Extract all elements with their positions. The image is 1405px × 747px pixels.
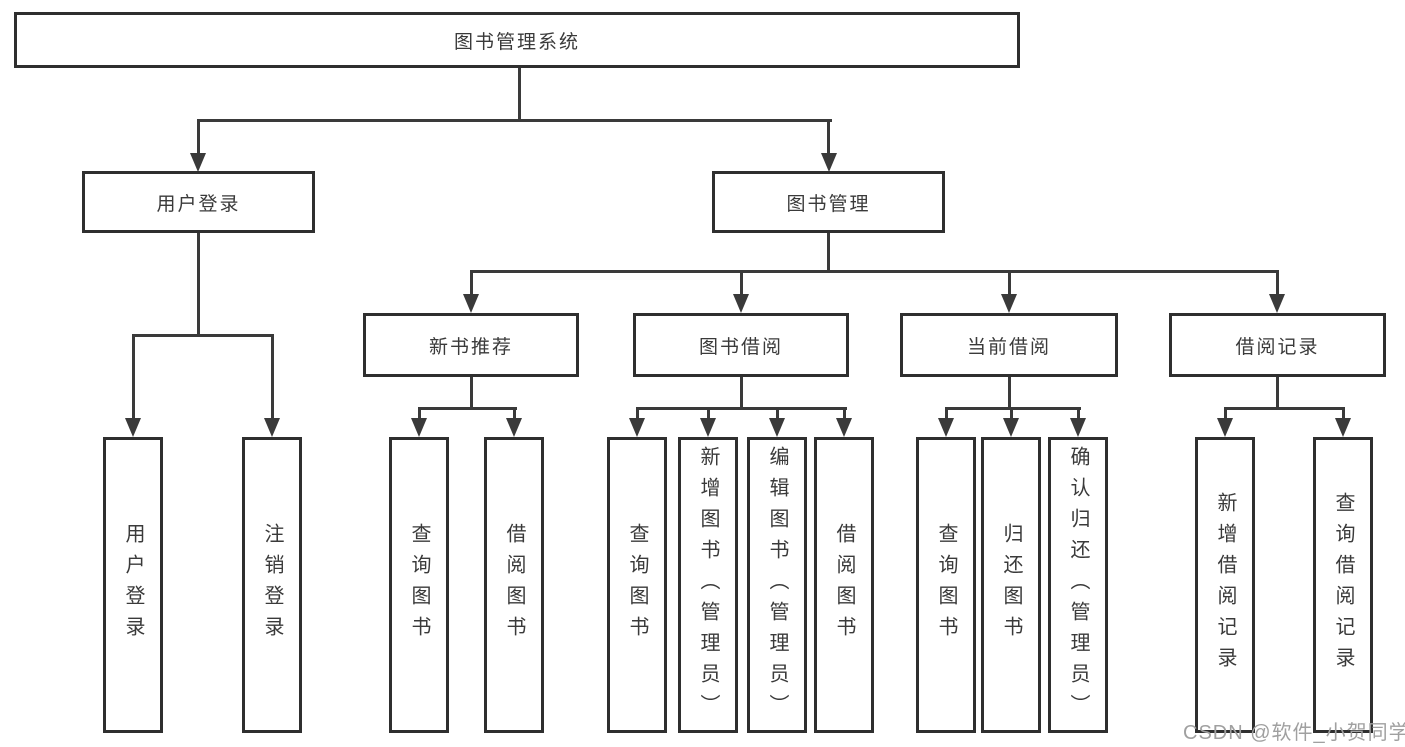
connector-line [776,407,779,420]
connector-line [1224,407,1227,420]
arrowhead-icon [1269,294,1285,313]
leaf-label: 新增图书（管理员） [697,445,719,725]
connector-line [843,407,846,420]
leaf-label: 新增借阅记录 [1214,492,1236,678]
arrowhead-icon [506,418,522,437]
csdn-watermark: CSDN @软件_小贺同学 [1183,722,1405,744]
leaf-label: 查询图书 [626,523,648,647]
connector-line [827,233,830,273]
leaf-query-book-recommend: 查询图书 [389,437,449,733]
leaf-label: 查询图书 [935,523,957,647]
leaf-borrow-book: 借阅图书 [814,437,874,733]
leaf-return-book: 归还图书 [981,437,1041,733]
connector-line [1008,270,1011,296]
leaf-query-book-borrow: 查询图书 [607,437,667,733]
leaf-query-book-current: 查询图书 [916,437,976,733]
connector-line [470,377,473,410]
connector-line [636,407,639,420]
arrowhead-icon [190,153,206,172]
connector-line [271,334,274,419]
leaf-label: 编辑图书（管理员） [766,445,788,725]
arrowhead-icon [125,418,141,437]
node-library-management-system: 图书管理系统 [14,12,1020,68]
arrowhead-icon [1003,418,1019,437]
connector-line [1010,407,1013,420]
leaf-confirm-return-admin: 确认归还（管理员） [1048,437,1108,733]
connector-line [740,377,743,410]
node-current-borrow: 当前借阅 [900,313,1118,377]
leaf-label: 注销登录 [261,523,283,647]
connector-line [470,270,473,296]
arrowhead-icon [1217,418,1233,437]
arrowhead-icon [836,418,852,437]
connector-line [1077,407,1080,420]
arrowhead-icon [700,418,716,437]
connector-line [418,407,517,410]
connector-line [1008,377,1011,410]
arrowhead-icon [411,418,427,437]
connector-line [197,119,832,122]
connector-line [740,270,743,296]
connector-line [132,334,274,337]
arrowhead-icon [463,294,479,313]
leaf-query-borrow-record: 查询借阅记录 [1313,437,1373,733]
leaf-label: 用户登录 [122,523,144,647]
connector-line [470,270,1279,273]
leaf-label: 借阅图书 [833,523,855,647]
connector-line [1276,270,1279,296]
node-book-borrow: 图书借阅 [633,313,849,377]
connector-line [827,119,830,155]
connector-line [636,407,847,410]
leaf-logout-login: 注销登录 [242,437,302,733]
arrowhead-icon [1335,418,1351,437]
arrowhead-icon [629,418,645,437]
node-user-login: 用户登录 [82,171,315,233]
connector-line [707,407,710,420]
leaf-label: 借阅图书 [503,523,525,647]
arrowhead-icon [938,418,954,437]
leaf-label: 归还图书 [1000,523,1022,647]
connector-line [1224,407,1345,410]
arrowhead-icon [821,153,837,172]
connector-line [197,233,200,337]
arrowhead-icon [264,418,280,437]
connector-line [1342,407,1345,420]
node-book-management: 图书管理 [712,171,945,233]
arrowhead-icon [1001,294,1017,313]
leaf-add-borrow-record: 新增借阅记录 [1195,437,1255,733]
connector-line [418,407,421,420]
connector-line [132,334,135,419]
connector-line [945,407,1081,410]
leaf-edit-book-admin: 编辑图书（管理员） [747,437,807,733]
connector-line [197,119,200,155]
connector-line [945,407,948,420]
leaf-label: 确认归还（管理员） [1067,445,1089,725]
arrowhead-icon [769,418,785,437]
arrowhead-icon [733,294,749,313]
leaf-add-book-admin: 新增图书（管理员） [678,437,738,733]
leaf-borrow-book-recommend: 借阅图书 [484,437,544,733]
leaf-user-login: 用户登录 [103,437,163,733]
connector-line [513,407,516,420]
node-new-book-recommend: 新书推荐 [363,313,579,377]
leaf-label: 查询借阅记录 [1332,492,1354,678]
leaf-label: 查询图书 [408,523,430,647]
connector-line [518,68,521,121]
connector-line [1276,377,1279,410]
arrowhead-icon [1070,418,1086,437]
node-borrow-record: 借阅记录 [1169,313,1386,377]
